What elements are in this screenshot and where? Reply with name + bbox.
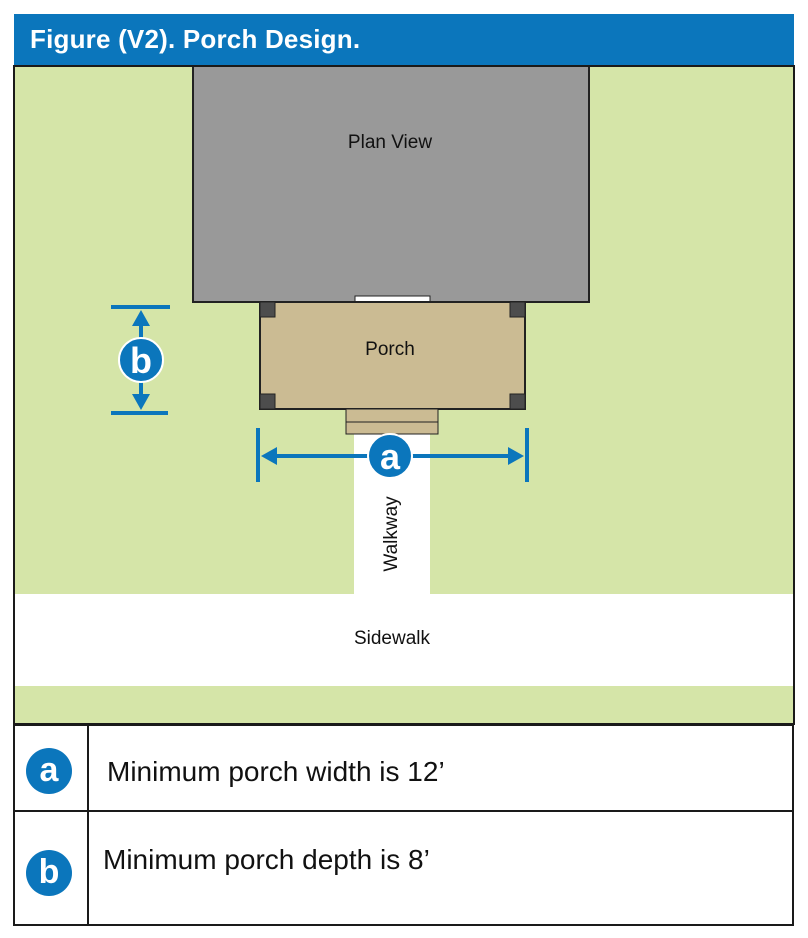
figure-title: Figure (V2). Porch Design. <box>30 24 361 54</box>
title-bar: Figure (V2). Porch Design. <box>14 14 794 66</box>
porch-post <box>259 301 276 318</box>
dimension-b-bottom-arrow <box>132 394 150 410</box>
porch-post <box>509 301 526 318</box>
legend-cell-icon: b <box>15 812 89 924</box>
porch-post <box>259 393 276 410</box>
dimension-a <box>256 428 529 482</box>
porch-step-lower <box>345 421 439 435</box>
legend-badge-b: b <box>26 850 72 896</box>
porch-post <box>509 393 526 410</box>
legend-cell-icon: a <box>15 726 89 810</box>
dimension-a-badge <box>367 433 413 479</box>
legend-table: a Minimum porch width is 12’ b Minimum p… <box>13 724 794 926</box>
legend-badge-a: a <box>26 748 72 794</box>
porch-label: Porch <box>365 339 415 360</box>
porch <box>259 301 526 410</box>
dimension-b <box>111 305 170 415</box>
house <box>192 65 590 303</box>
dimension-a-letter: a <box>380 436 401 477</box>
dimension-b-letter: b <box>130 340 152 381</box>
dimension-a-left-arrow <box>261 447 277 465</box>
legend-row-a: a Minimum porch width is 12’ <box>15 726 792 812</box>
walkway-label: Walkway <box>381 496 402 572</box>
dimension-b-top-arrow <box>132 310 150 326</box>
house-label: Plan View <box>348 132 432 153</box>
legend-row-b: b Minimum porch depth is 8’ <box>15 812 792 924</box>
dimension-b-badge <box>118 337 164 383</box>
sidewalk <box>14 594 794 686</box>
legend-text-a: Minimum porch width is 12’ <box>107 756 445 787</box>
porch-step-upper <box>345 408 439 423</box>
dimension-a-right-arrow <box>508 447 524 465</box>
sidewalk-label: Sidewalk <box>354 628 431 649</box>
legend-text-b: Minimum porch depth is 8’ <box>103 844 430 875</box>
